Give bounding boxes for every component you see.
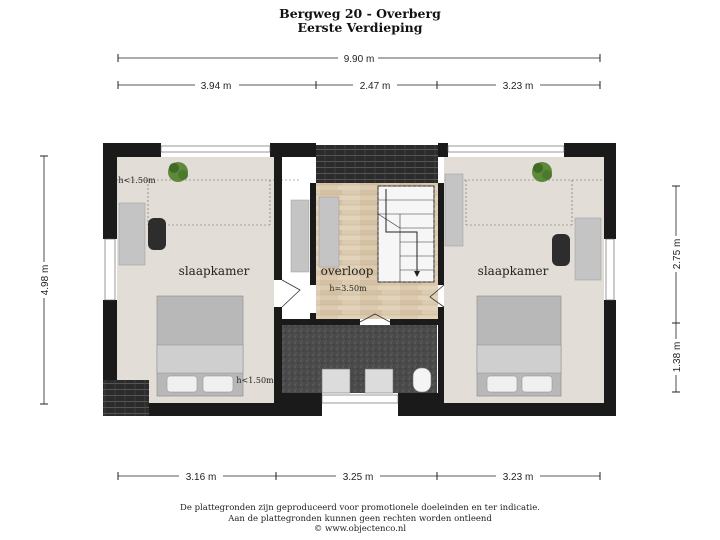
dimension-right: 2.75 m 1.38 m <box>669 185 683 393</box>
dim-bottom-1: 3.16 m <box>186 472 217 483</box>
bathroom-fixtures <box>321 367 432 394</box>
wardrobe-right <box>444 173 464 247</box>
dim-top-3: 3.23 m <box>503 81 534 92</box>
dim-right-1: 2.75 m <box>672 239 683 270</box>
pillow <box>486 375 518 393</box>
left-bedroom-furniture <box>118 162 310 397</box>
dim-top-2: 2.47 m <box>360 81 391 92</box>
windows <box>104 145 615 404</box>
sink-left <box>321 368 351 394</box>
disclaimer-line-1: De plattegronden zijn geproduceerd voor … <box>180 503 540 513</box>
desk-left <box>118 202 146 266</box>
dim-top-1: 3.94 m <box>201 81 232 92</box>
slope-lines-left <box>117 179 300 226</box>
dim-bottom-3: 3.23 m <box>503 472 534 483</box>
roof-tiles-bottom-left <box>103 380 149 416</box>
dim-right-2: 1.38 m <box>672 342 683 373</box>
office-chair-left <box>148 218 166 250</box>
sink-right <box>364 368 394 394</box>
disclaimer: De plattegronden zijn geproduceerd voor … <box>0 503 720 535</box>
pillow <box>166 375 198 393</box>
dim-left-label: 4.98 m <box>40 265 51 296</box>
dimension-top: 3.94 m 2.47 m 3.23 m <box>117 78 601 92</box>
slope-lines-right <box>444 179 604 226</box>
disclaimer-line-2: Aan de plattegronden kunnen geen rechten… <box>228 513 492 524</box>
right-bedroom-furniture <box>444 162 602 397</box>
room-label-right: slaapkamer <box>478 264 549 278</box>
dim-bottom-2: 3.25 m <box>343 472 374 483</box>
wardrobe-left <box>290 199 310 273</box>
landing-cabinet <box>318 196 340 268</box>
slope-label-bottom: h<1.50m <box>236 376 274 385</box>
room-label-landing: overloop <box>321 264 374 278</box>
bathroom-floor <box>282 325 437 393</box>
plan-title: Bergweg 20 - Overberg Eerste Verdieping <box>0 7 720 35</box>
dimension-bottom: 3.16 m 3.25 m 3.23 m <box>117 469 601 483</box>
landing-height-label: h=3.50m <box>329 284 367 293</box>
floor-title: Eerste Verdieping <box>297 20 423 35</box>
pillow <box>202 375 234 393</box>
staircase <box>377 185 435 283</box>
copyright: © www.objectenco.nl <box>313 524 407 534</box>
pillow <box>521 375 553 393</box>
slope-label-top: h<1.50m <box>118 176 156 185</box>
desk-right <box>574 217 602 281</box>
address-title: Bergweg 20 - Overberg <box>279 6 441 21</box>
walls <box>103 143 616 416</box>
office-chair-right <box>552 234 570 266</box>
dim-total-label: 9.90 m <box>344 54 375 65</box>
doors <box>281 279 445 323</box>
toilet-icon <box>412 367 432 393</box>
dimension-total: 9.90 m <box>117 51 601 65</box>
roof-tiles-top <box>316 145 438 183</box>
room-label-left: slaapkamer <box>179 264 250 278</box>
dimension-left: 4.98 m <box>37 155 51 405</box>
